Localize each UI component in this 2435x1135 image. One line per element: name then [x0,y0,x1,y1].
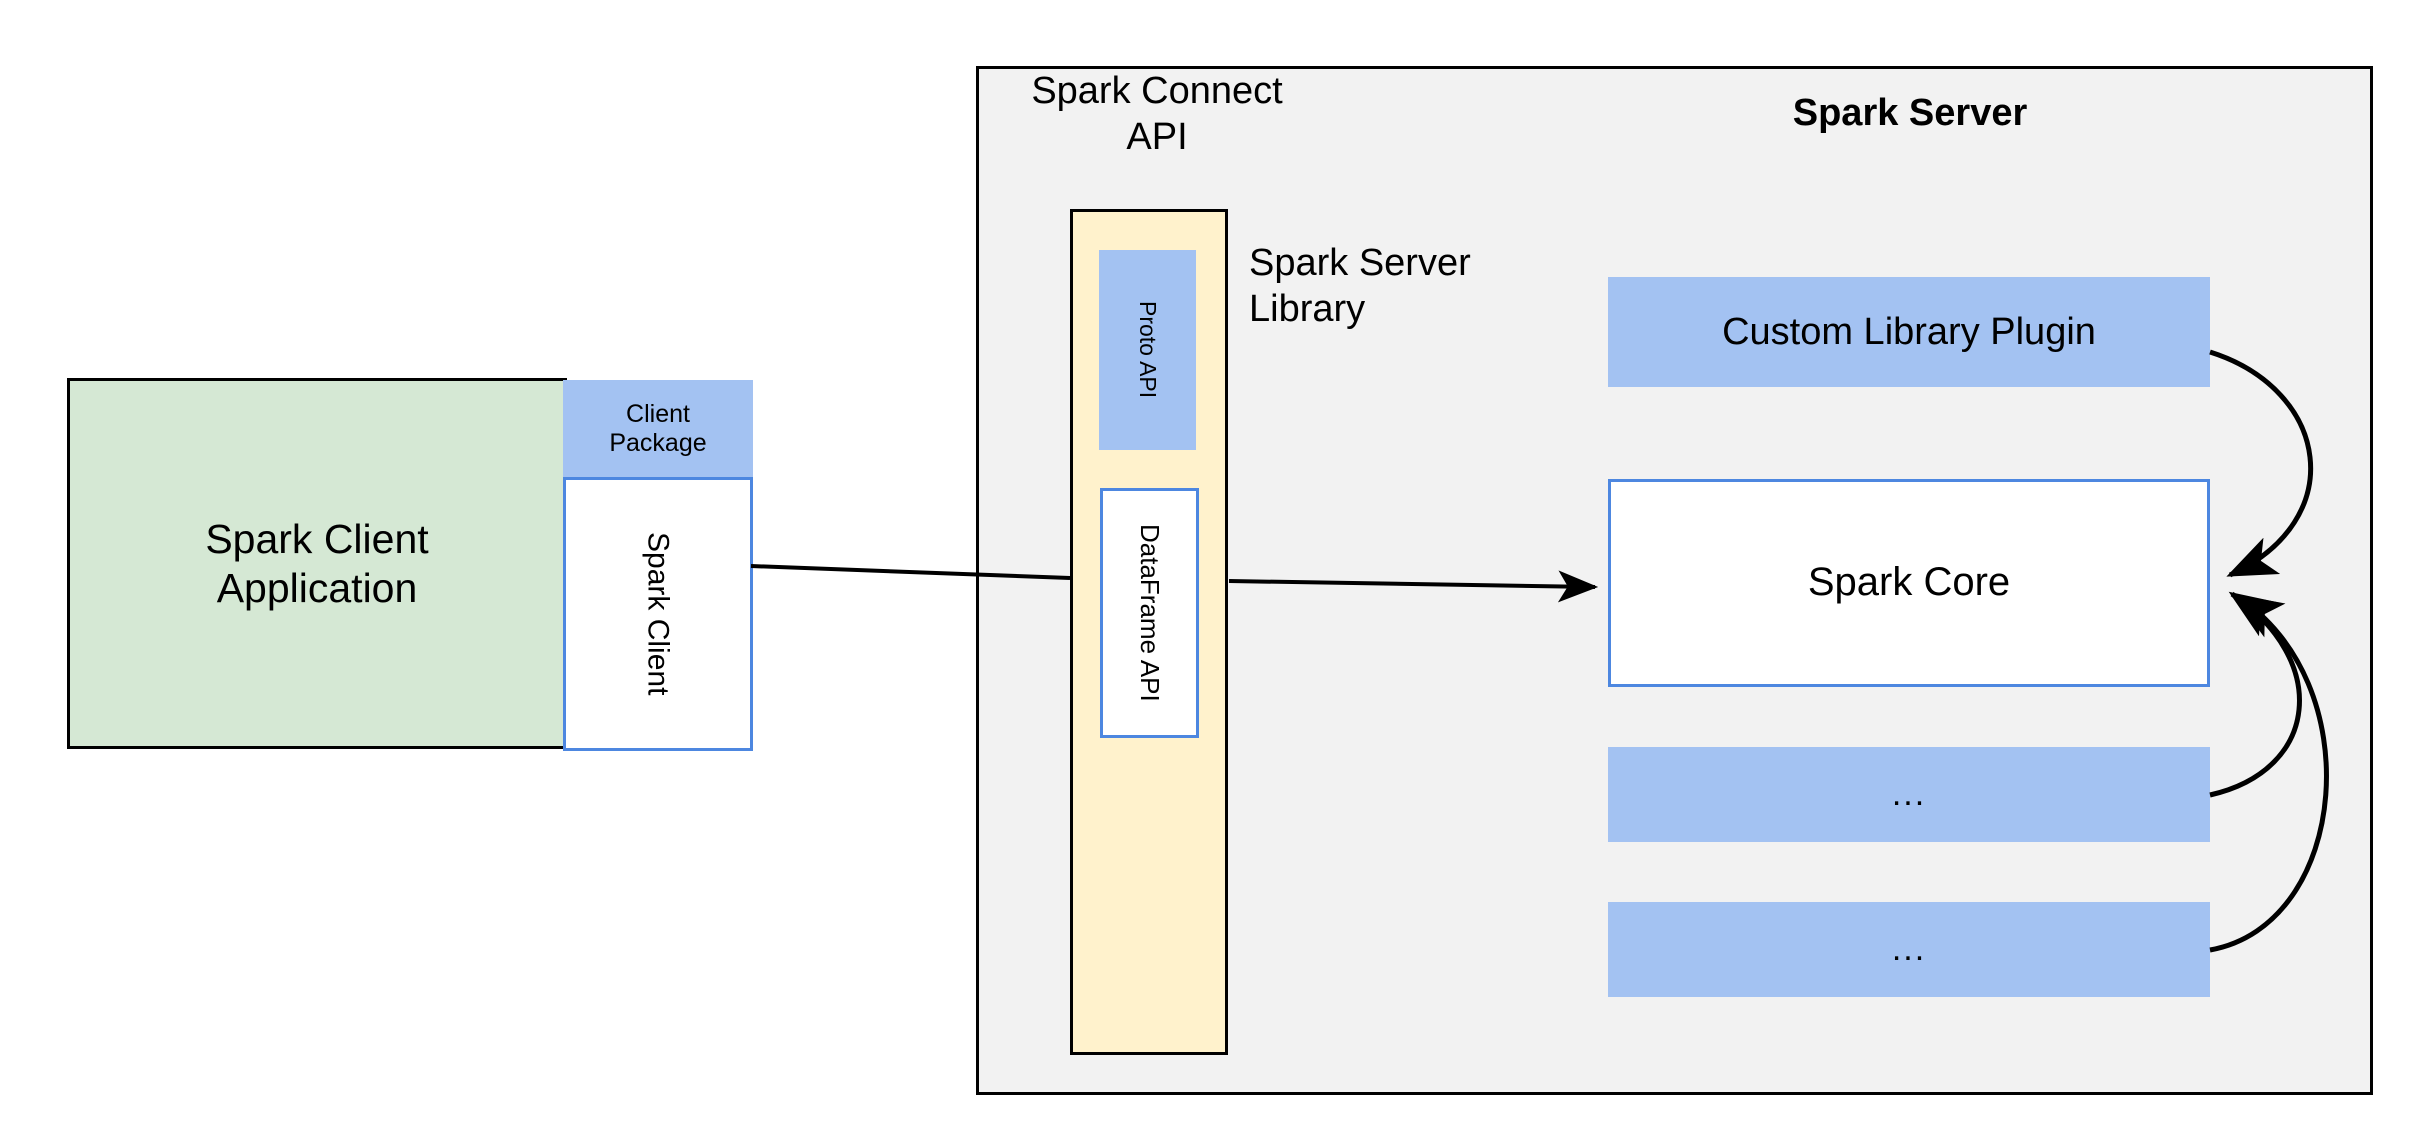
server-block-ellipsis-one[interactable]: ... [1608,747,2210,842]
spark-server-library-label: Spark Server Library [1249,240,1579,333]
spark-server-library-line2: Library [1249,288,1366,331]
dataframe-api-block[interactable]: DataFrame API [1100,488,1199,738]
spark-server-title: Spark Server [1792,92,2028,134]
client-package-line2: Package [609,429,707,457]
custom-library-plugin-label: Custom Library Plugin [1722,310,2096,353]
spark-connect-api-line1: Spark Connect [1031,70,1283,112]
spark-client-application-line1: Spark Client [205,516,429,563]
server-block-ellipsis-two-label: ... [1891,930,1927,969]
spark-server-library-line1: Spark Server [1249,242,1471,284]
dataframe-api-label: DataFrame API [1134,524,1165,702]
spark-client-application-block[interactable]: Spark Client Application [67,378,567,749]
spark-client-block[interactable]: Spark Client [563,477,753,751]
client-package-line1: Client [626,399,690,428]
spark-client-application-line2: Application [216,564,418,611]
spark-core-label: Spark Core [1807,560,2011,605]
spark-core-block[interactable]: Spark Core [1608,479,2210,687]
spark-connect-api-label: Spark Connect API [1017,68,1297,161]
client-package-block[interactable]: Client Package [563,380,753,478]
client-package-group: Client Package Spark Client [563,380,753,751]
spark-connect-api-line2: API [1126,116,1188,159]
proto-api-label: Proto API [1135,301,1162,399]
spark-client-label: Spark Client [641,532,675,696]
server-block-ellipsis-two[interactable]: ... [1608,902,2210,997]
server-block-ellipsis-one-label: ... [1891,775,1927,814]
proto-api-block[interactable]: Proto API [1099,250,1196,450]
custom-library-plugin-block[interactable]: Custom Library Plugin [1608,277,2210,387]
